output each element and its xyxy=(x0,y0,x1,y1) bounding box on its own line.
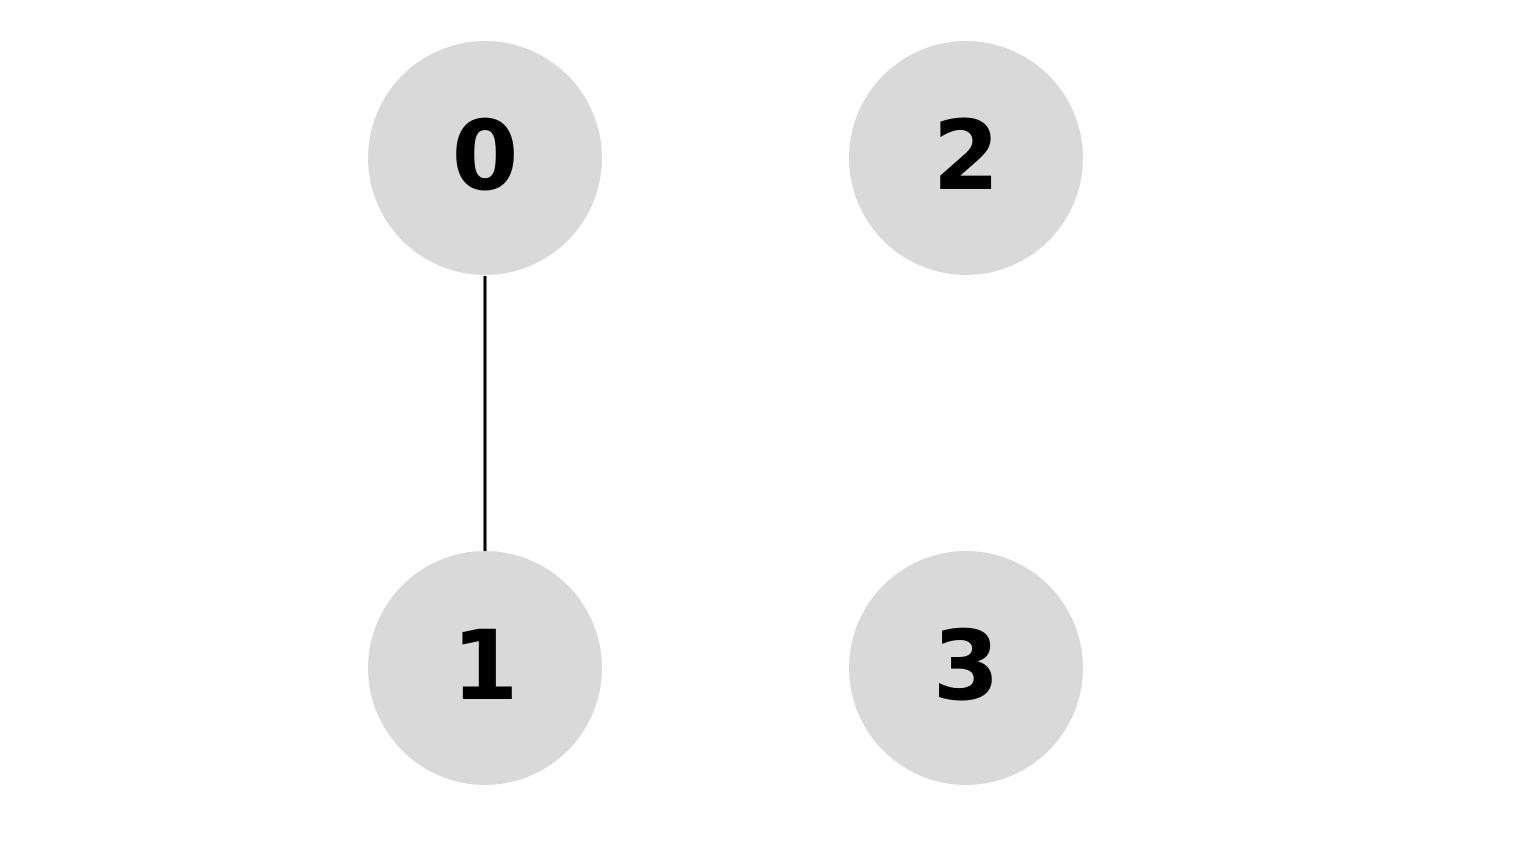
graph-node-0[interactable]: 0 xyxy=(368,41,602,275)
graph-node-label-1: 1 xyxy=(451,610,519,722)
graph-node-label-2: 2 xyxy=(932,100,1000,212)
graph-node-1[interactable]: 1 xyxy=(368,551,602,785)
graph-node-label-3: 3 xyxy=(932,610,1000,722)
graph-node-3[interactable]: 3 xyxy=(849,551,1083,785)
graph-node-label-0: 0 xyxy=(451,100,519,212)
graph-node-2[interactable]: 2 xyxy=(849,41,1083,275)
